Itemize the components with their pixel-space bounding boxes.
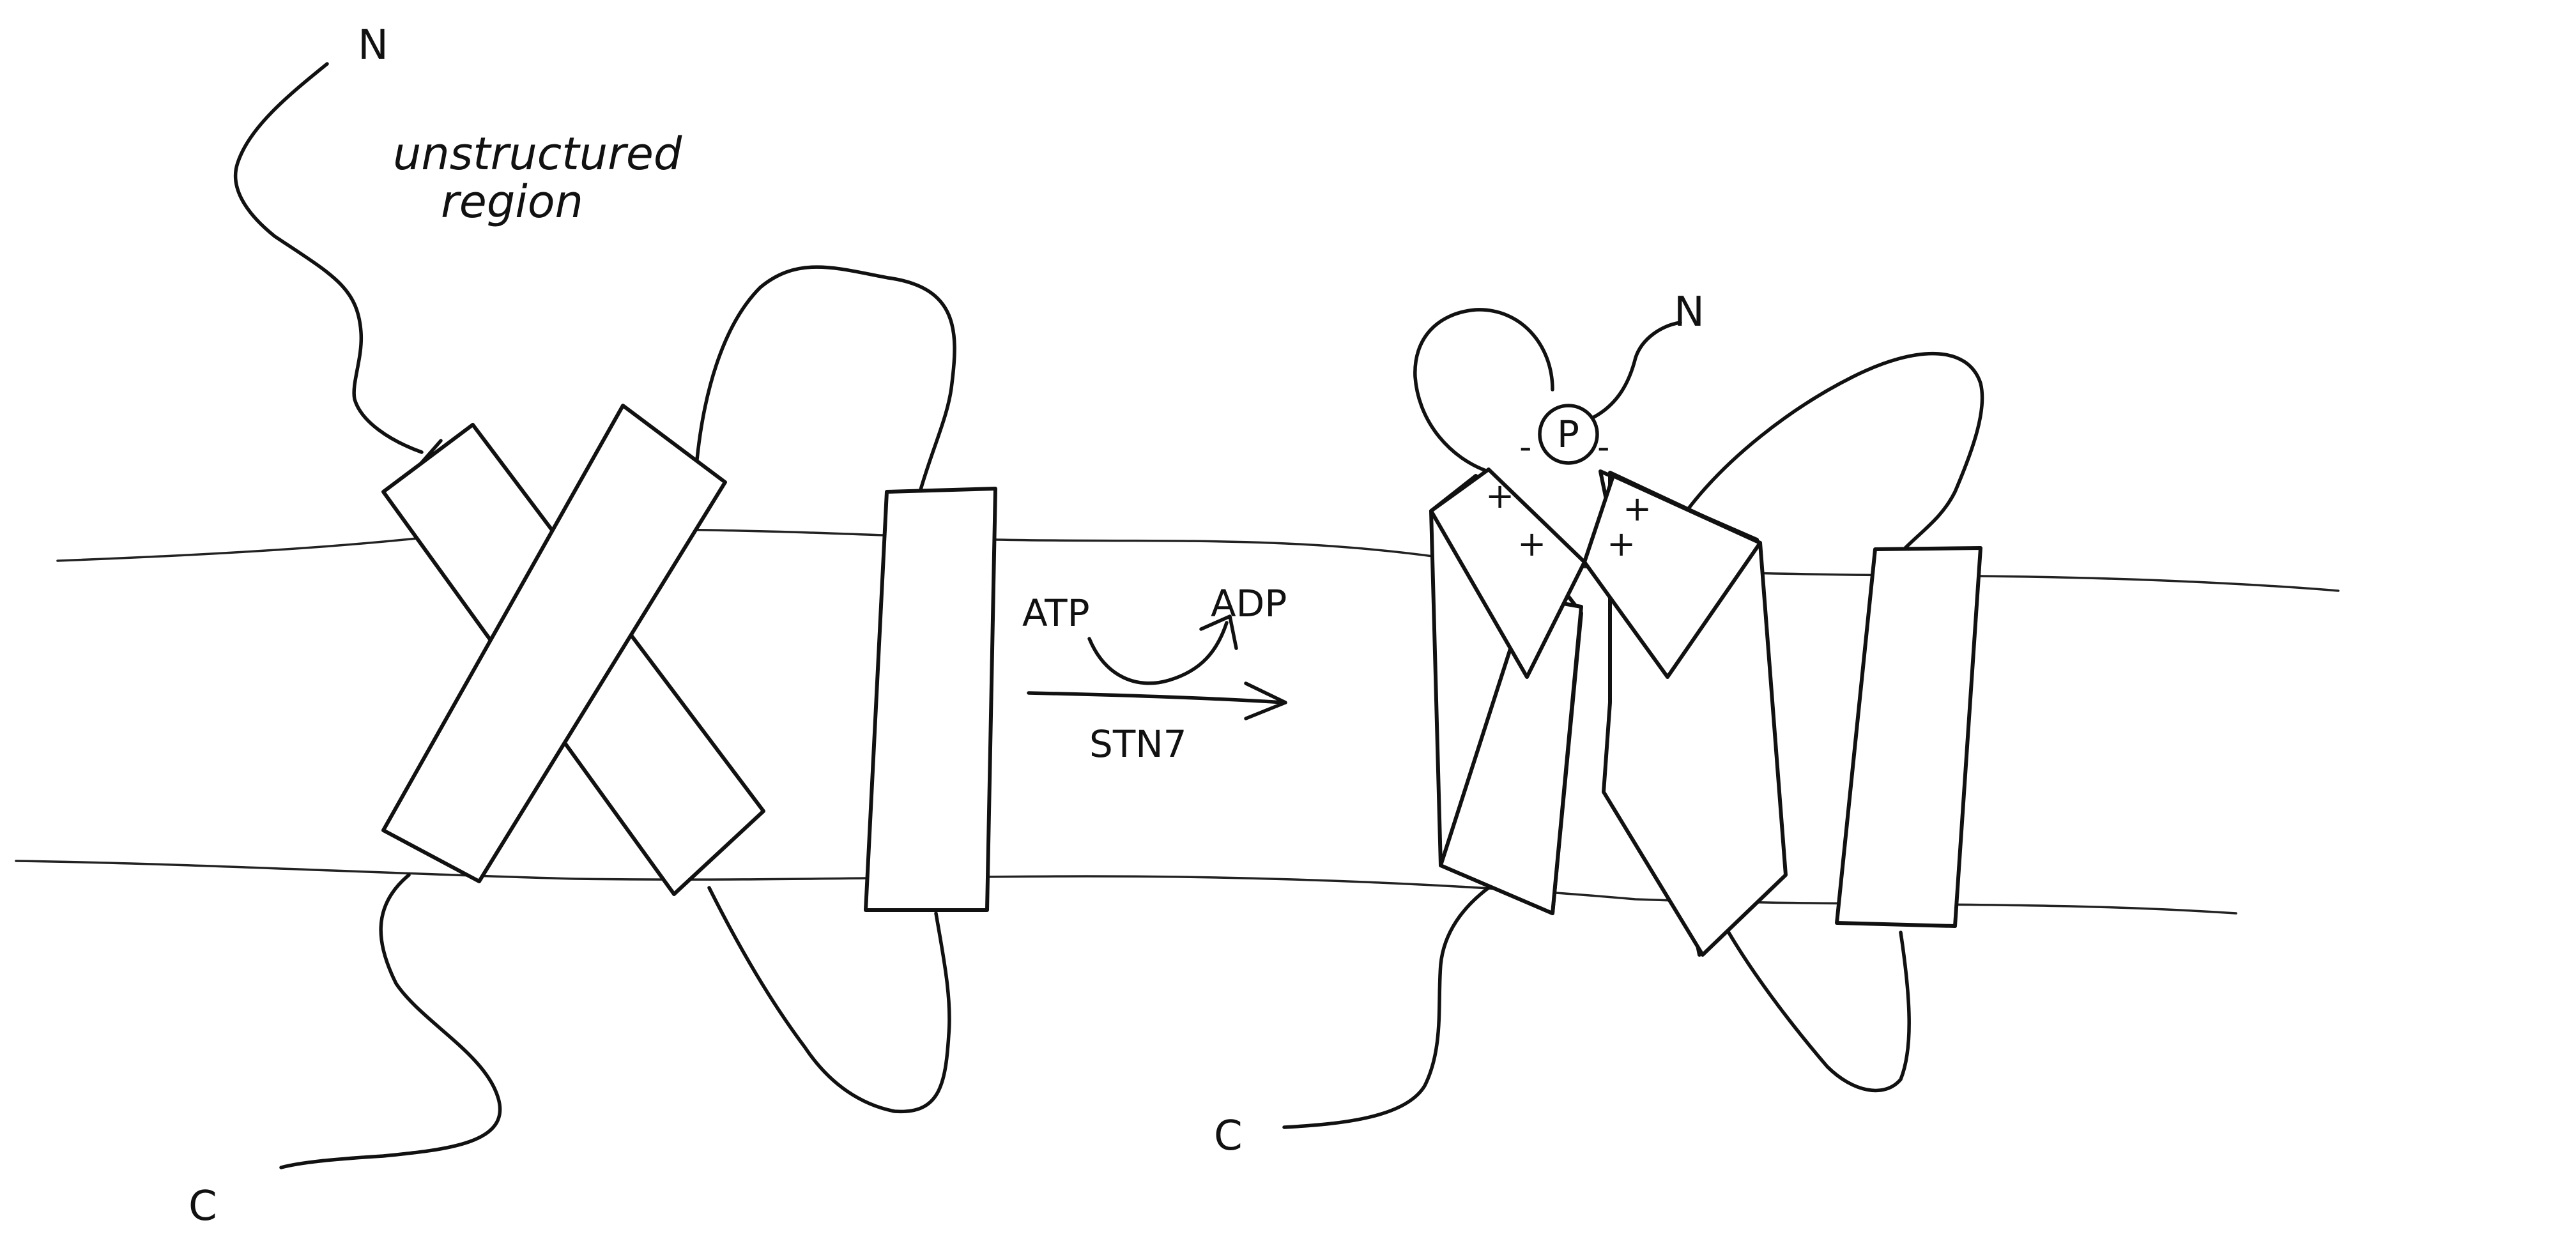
adp-label: ADP <box>1211 582 1287 625</box>
right-n-terminal-tail <box>1583 321 1682 423</box>
charge-minus-2: - <box>1597 427 1610 467</box>
reaction-curve-arrowhead <box>1199 614 1238 650</box>
left-n-terminus-label: N <box>358 22 388 69</box>
charge-plus-3: + <box>1623 489 1652 529</box>
phosphate-label: P <box>1557 413 1579 456</box>
charge-plus-4: + <box>1607 524 1636 564</box>
charge-plus-2: + <box>1517 524 1546 564</box>
left-top-loop <box>694 265 956 494</box>
left-n-terminal-tail <box>233 62 424 454</box>
left-c-terminal-tail <box>279 873 502 1169</box>
charge-minus-1: - <box>1519 427 1532 467</box>
atp-label: ATP <box>1022 591 1090 635</box>
right-big-loop <box>1685 352 1984 551</box>
reaction-main-arrowhead <box>1244 681 1287 720</box>
right-helix-vertical <box>1835 546 1982 928</box>
unstructured-annotation-line1: unstructured <box>393 128 682 180</box>
left-helix-vertical <box>864 487 997 912</box>
stn7-label: STN7 <box>1089 722 1187 766</box>
phosphate-circle <box>1538 404 1599 465</box>
right-protein <box>1282 308 1984 1129</box>
left-protein <box>233 62 997 1169</box>
left-helix-front <box>381 404 727 883</box>
membrane <box>15 528 2340 915</box>
right-n-terminus-label: N <box>1674 289 1705 336</box>
reaction-curve-arrow <box>1087 621 1229 685</box>
right-helix-right-top <box>1583 474 1762 679</box>
reaction <box>1027 614 1287 720</box>
left-c-terminus-label: C <box>188 1183 217 1230</box>
unstructured-annotation-line2: region <box>441 176 583 228</box>
right-c-terminal-tail <box>1282 886 1491 1129</box>
right-bottom-loop <box>1723 924 1911 1093</box>
right-top-loop <box>1413 308 1554 475</box>
charge-plus-1: + <box>1485 476 1514 516</box>
membrane-top-line <box>56 528 2340 592</box>
right-c-terminus-label: C <box>1214 1113 1243 1160</box>
reaction-main-arrow <box>1027 691 1286 704</box>
left-bottom-loop <box>707 886 951 1114</box>
